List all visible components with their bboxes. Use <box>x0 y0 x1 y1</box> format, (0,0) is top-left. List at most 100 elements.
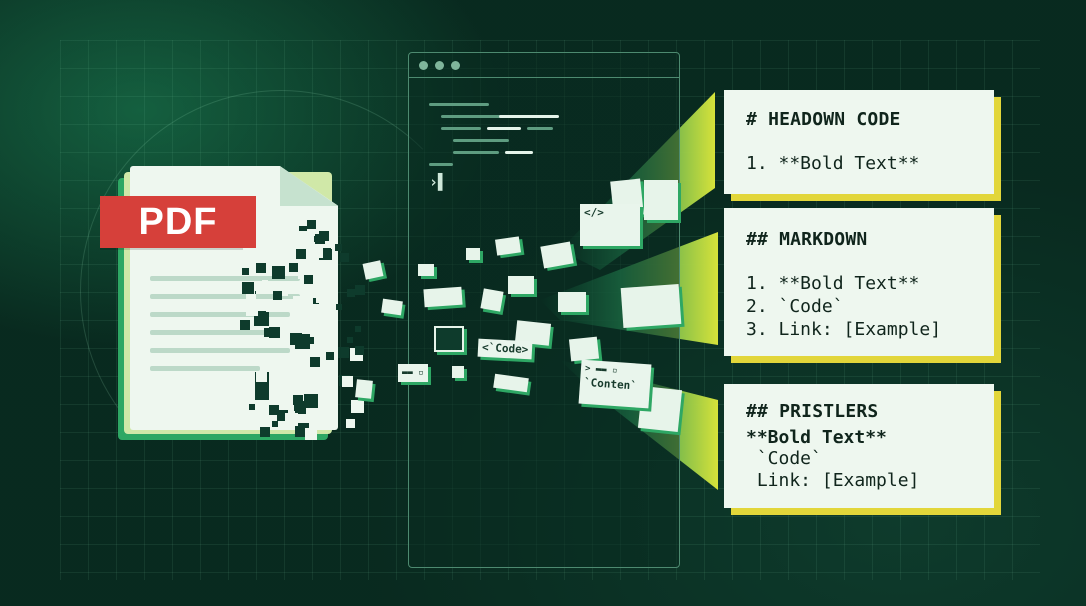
dissolve-pixel <box>240 319 251 330</box>
fragment <box>620 284 682 328</box>
dissolve-pixel <box>254 310 270 326</box>
dissolve-pixel <box>326 352 335 361</box>
card-line: 3. Link: [Example] <box>746 319 942 340</box>
dissolve-pixel <box>303 305 311 313</box>
dissolve-pixel <box>339 253 349 263</box>
text-line <box>150 366 260 371</box>
dissolve-pixel <box>305 286 313 294</box>
code-line <box>441 115 521 118</box>
dissolve-pixel <box>291 359 307 375</box>
card-line: 1. **Bold Text** <box>746 273 920 294</box>
fragment <box>355 379 373 399</box>
dissolve-pixel <box>293 400 304 411</box>
dissolve-pixel <box>269 327 281 339</box>
dissolve-pixel <box>273 290 283 300</box>
dissolve-pixel <box>272 379 287 394</box>
dissolve-pixel <box>279 220 286 227</box>
card-heading: ## PRISTLERS <box>746 401 879 422</box>
dissolve-pixel <box>299 226 308 235</box>
dissolve-pixel <box>241 267 249 275</box>
dissolve-pixel <box>355 345 365 355</box>
window-dot-icon <box>419 61 428 70</box>
code-tag-icon: </> <box>584 206 604 219</box>
card-line: 1. **Bold Text** <box>746 153 920 174</box>
fragment <box>568 336 600 362</box>
dissolve-pixel <box>355 325 362 332</box>
dissolve-pixel <box>334 244 342 252</box>
dissolve-pixel <box>292 395 303 406</box>
dissolve-pixel <box>341 376 353 388</box>
code-line <box>453 151 499 154</box>
card-line: 2. `Code` <box>746 296 844 317</box>
dissolve-pixel <box>306 336 314 344</box>
code-line <box>499 115 559 118</box>
dissolve-pixel <box>294 373 304 383</box>
dissolve-pixel <box>298 268 309 279</box>
fragment <box>558 292 586 312</box>
dissolve-pixel <box>256 263 267 274</box>
code-line <box>527 127 553 130</box>
dissolve-pixel <box>295 248 306 259</box>
text-line <box>150 330 270 335</box>
pdf-label: PDF <box>100 196 256 248</box>
fragment <box>423 286 463 308</box>
code-line <box>429 103 489 106</box>
dissolve-pixel <box>271 265 285 279</box>
dissolve-pixel <box>276 410 288 422</box>
dissolve-pixel <box>272 420 278 427</box>
dissolve-pixel <box>255 385 269 400</box>
dissolve-pixel <box>273 340 281 348</box>
dissolve-pixel <box>293 323 300 330</box>
dissolve-pixel <box>305 427 318 440</box>
text-line <box>150 276 300 281</box>
dash-chip: ▬▬ ▫ <box>398 364 428 382</box>
fragment <box>466 248 480 260</box>
fragment <box>381 298 403 316</box>
dissolve-pixel <box>314 236 321 243</box>
background-arc <box>80 90 482 492</box>
dissolve-pixel <box>262 356 271 365</box>
dissolve-pixel <box>311 245 324 258</box>
code-line <box>441 127 481 130</box>
card-line: **Bold Text** <box>746 427 887 448</box>
dissolve-pixel <box>319 401 328 410</box>
dissolve-pixel <box>262 280 269 287</box>
dissolve-pixel <box>346 418 356 428</box>
code-line <box>505 151 533 154</box>
card-heading: ## MARKDOWN <box>746 229 868 250</box>
dissolve-pixel <box>354 284 365 295</box>
window-dot-icon <box>435 61 444 70</box>
code-line <box>487 127 521 130</box>
fragment <box>495 236 521 256</box>
card-line: `Code` <box>746 448 822 469</box>
dissolve-pixel <box>327 320 336 329</box>
dissolve-pixel <box>300 310 315 325</box>
fragment <box>480 288 504 312</box>
content-chip: > ▬▬ ▫ `Conten` <box>578 359 652 409</box>
dissolve-pixel <box>265 299 278 312</box>
dissolve-pixel <box>310 357 321 368</box>
dissolve-pixel <box>294 333 310 349</box>
output-card-3: ## PRISTLERS **Bold Text** `Code` Link: … <box>724 384 994 508</box>
dissolve-pixel <box>264 328 273 338</box>
dissolve-pixel <box>297 304 304 311</box>
code-chip: <`Code> <box>477 338 533 360</box>
dissolve-pixel <box>245 303 258 316</box>
dissolve-pixel <box>292 296 304 308</box>
fragment <box>644 180 678 220</box>
dissolve-pixel <box>242 248 256 262</box>
dissolve-pixel <box>260 426 271 437</box>
code-line <box>429 163 453 166</box>
fragment <box>418 264 434 276</box>
card-line: Link: [Example] <box>746 470 920 491</box>
text-line <box>150 348 290 353</box>
code-line <box>453 139 509 142</box>
dissolve-pixel <box>260 215 275 230</box>
dissolve-pixel <box>249 404 256 411</box>
dissolve-pixel <box>306 220 316 230</box>
text-line <box>150 294 300 299</box>
dissolve-pixel <box>256 370 268 382</box>
dissolve-pixel <box>268 405 279 416</box>
code-tag-fragment: </> <box>580 204 640 246</box>
dissolve-pixel <box>337 347 349 359</box>
